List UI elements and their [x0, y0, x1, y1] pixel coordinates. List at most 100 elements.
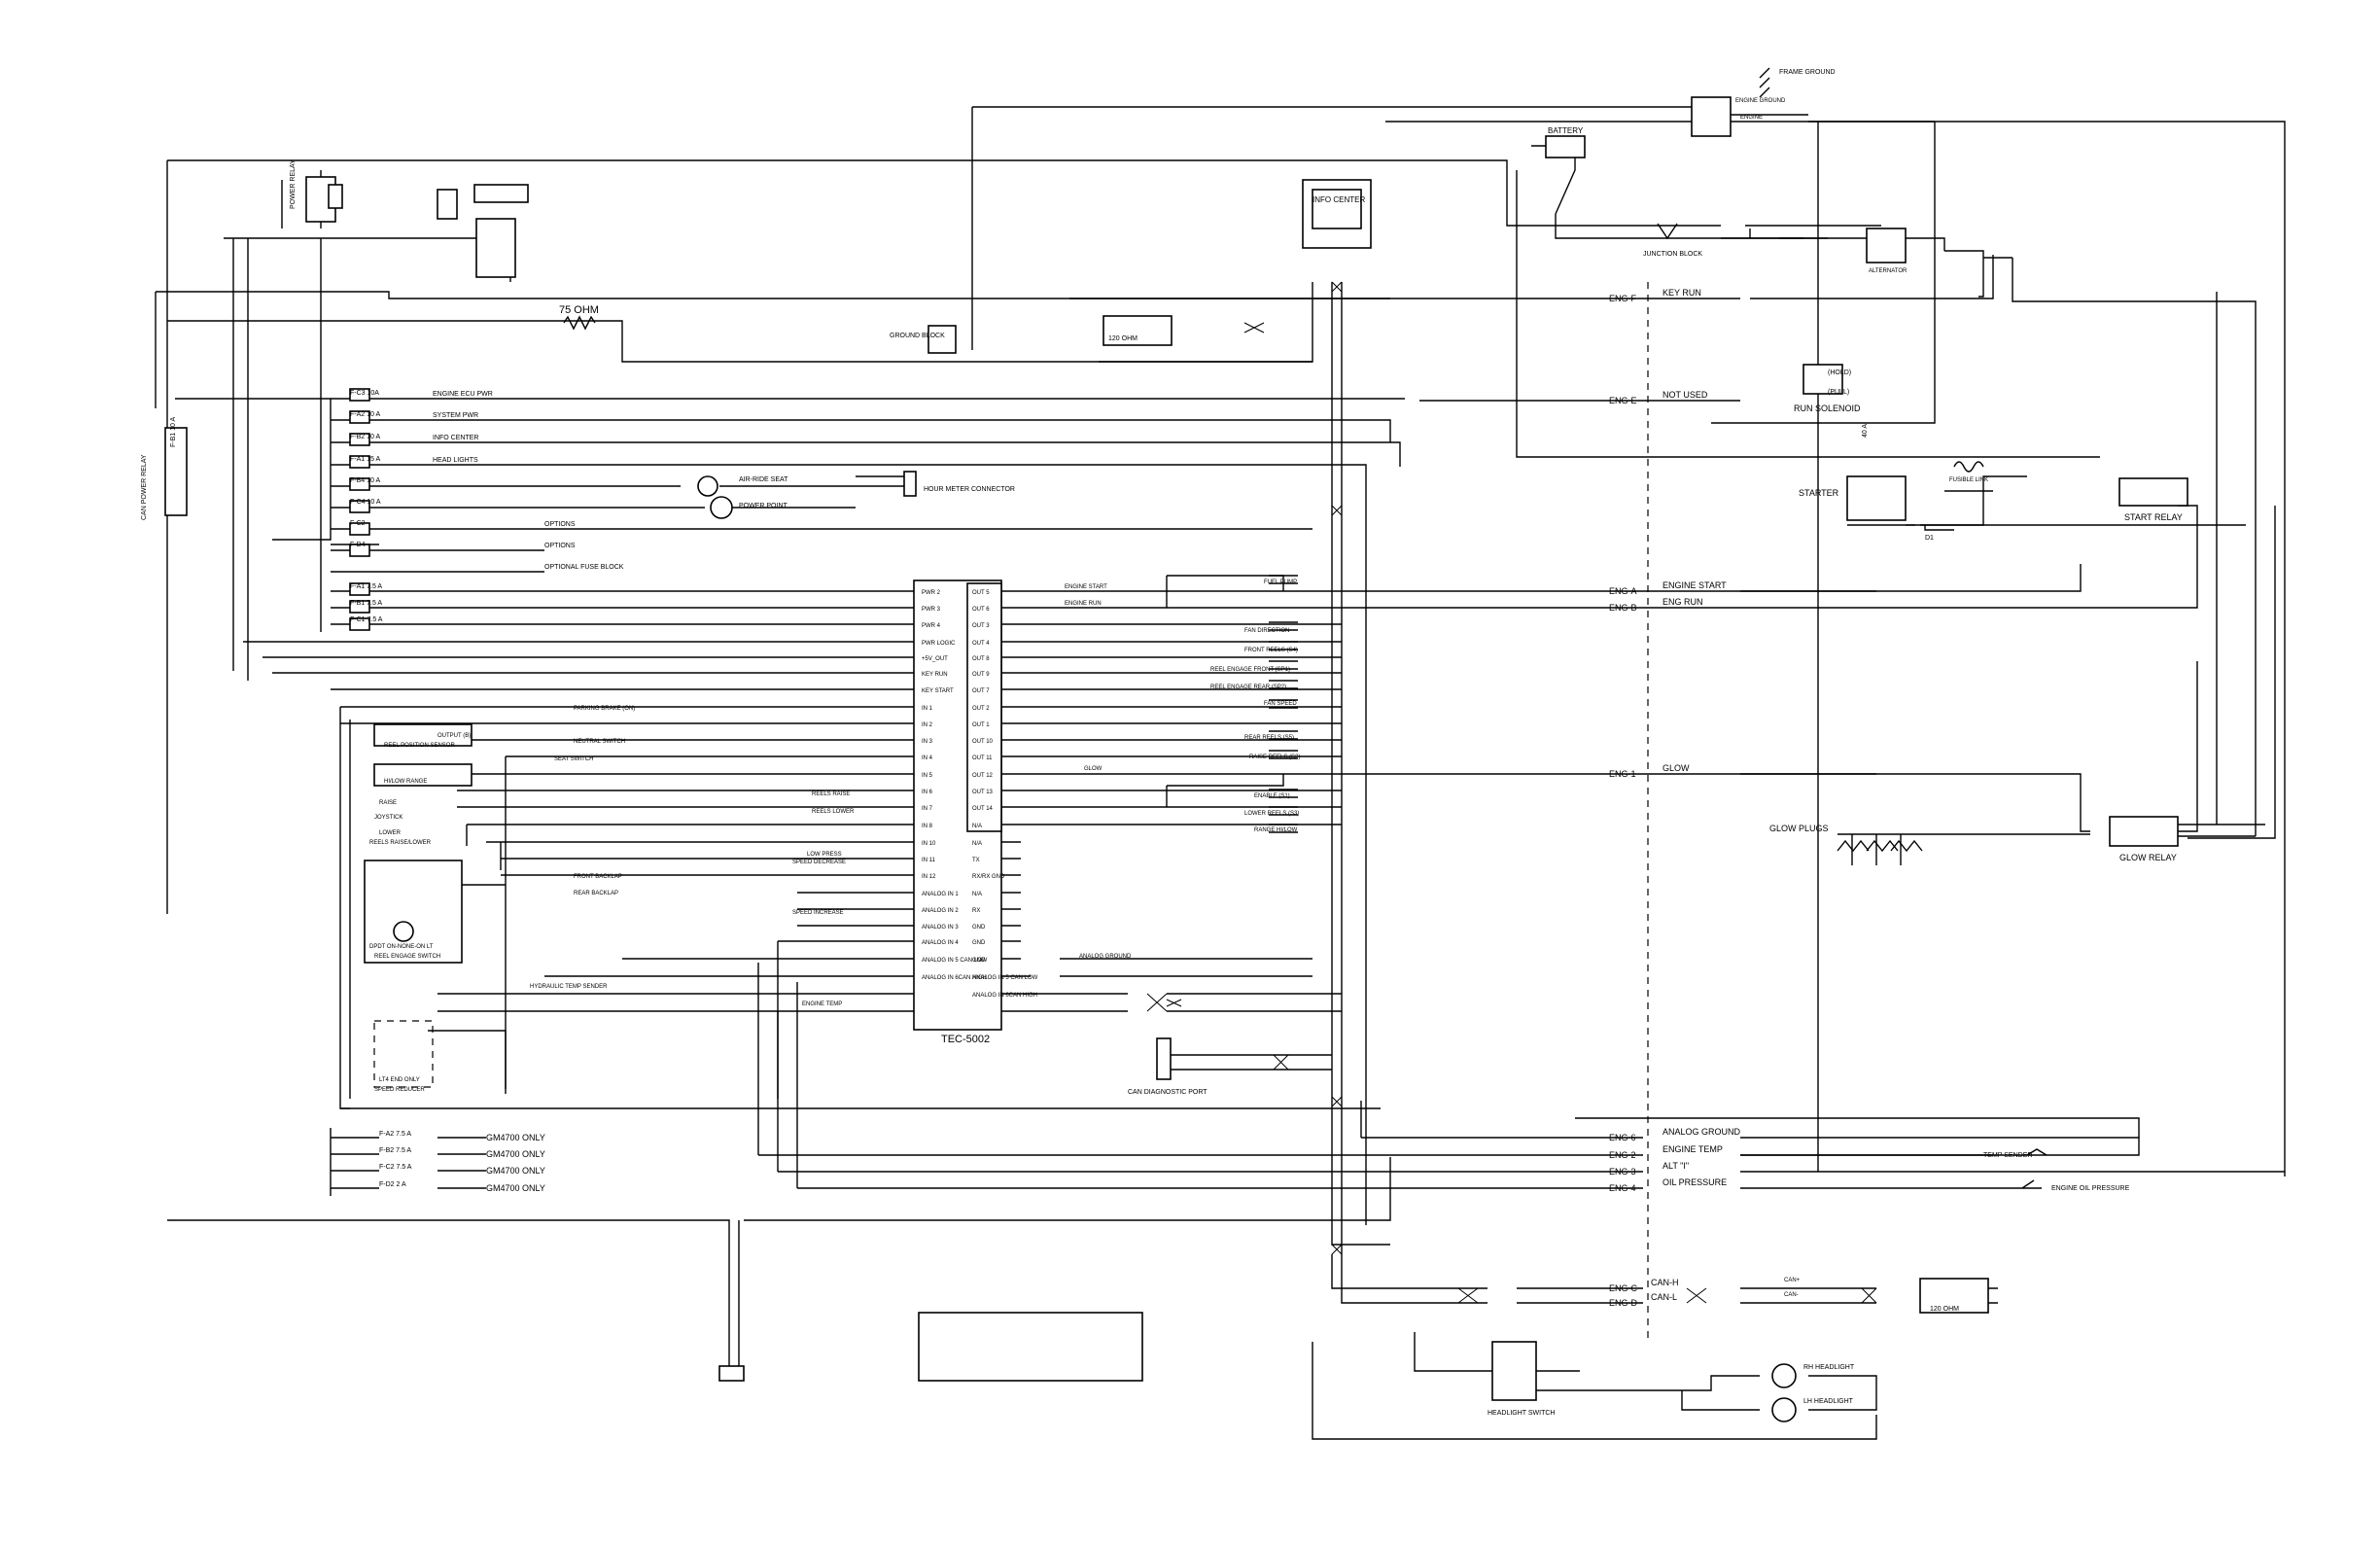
power-point [710, 496, 733, 519]
reel-engage-switch [364, 860, 463, 964]
tec-right-pin: GND [972, 940, 986, 946]
label-oil-pressure: ENGINE OIL PRESSURE [2051, 1185, 2130, 1192]
label-glow-plugs: GLOW PLUGS [1769, 824, 1829, 833]
tec-right-pin: OUT 7 [972, 688, 990, 694]
tec-right-pin: RX/RX GND [972, 874, 1005, 880]
tec-right-pin: N/A [972, 841, 982, 847]
eng-label: CAN-H [1651, 1278, 1679, 1287]
input-label: REELS LOWER [812, 809, 855, 815]
tec-right-pin: OUT 3 [972, 623, 990, 629]
tec-fuse-id: F-B1 7.5 A [350, 600, 382, 607]
tec-right-pin: OUT 8 [972, 656, 990, 662]
input-label: ENGINE TEMP [802, 1001, 842, 1007]
air-ride-seat [697, 475, 718, 497]
tec-left-pin: +5V_OUT [922, 656, 948, 662]
label-junction-block: JUNCTION BLOCK [1643, 251, 1702, 258]
output-label: FRONT REELS (S4) [1244, 648, 1298, 653]
output-label: REEL ENGAGE REAR (SP2) [1210, 685, 1286, 690]
input-label: LT4 END ONLY [379, 1077, 420, 1083]
label-120-ohm-bottom: 120 OHM [1930, 1306, 1959, 1313]
tec-right-pin: OUT 11 [972, 755, 993, 761]
input-label: REEL POSITION SENSOR [384, 743, 455, 749]
tec-right-pin: OUT 12 [972, 773, 994, 779]
key-switch [437, 189, 458, 220]
tec-left-pin: ANALOG IN 2 [922, 908, 959, 914]
output-label: GLOW [1084, 766, 1102, 772]
tec-left-pin: PWR LOGIC [922, 641, 956, 647]
label-engine-ground: ENGINE GROUND [1735, 98, 1786, 104]
component-labels: POWER RELAY CAN POWER RELAY INFO CENTER … [141, 69, 2183, 1417]
label-alternator: ALTERNATOR [1869, 268, 1908, 274]
tec-right-pin: OUT 1 [972, 722, 990, 728]
input-labels: PARKING BRAKE (ON)REEL POSITION SENSOROU… [369, 706, 855, 1093]
tec-right-pin: OUT 10 [972, 739, 994, 745]
tec-right-pin: GND [972, 925, 986, 931]
speed-reducer [373, 1020, 434, 1088]
eng-pin: ENG-C [1609, 1283, 1638, 1293]
eng-label: OIL PRESSURE [1662, 1177, 1727, 1187]
wires [155, 106, 2286, 1440]
tec-fuse-id: F-C1 7.5 A [350, 616, 383, 623]
components [164, 67, 2188, 1422]
tec-left-pin: IN 6 [922, 790, 933, 795]
eng-label: ALT "I" [1662, 1161, 1689, 1171]
eng-pin: ENG-1 [1609, 769, 1636, 779]
tec-left-pin: ANALOG IN 3 [922, 925, 959, 931]
run-solenoid [1802, 364, 1843, 395]
output-label: RAISE REELS (S2) [1249, 755, 1300, 760]
fusible-link [1953, 461, 1984, 473]
gm-fuse-label: GM4700 ONLY [486, 1166, 545, 1176]
label-hour-meter: HOUR METER CONNECTOR [924, 486, 1015, 493]
gm-fuse-id: F-D2 2 A [379, 1181, 406, 1188]
label-headlight-switch: HEADLIGHT SWITCH [1488, 1410, 1556, 1417]
tec-left-pin: IN 2 [922, 722, 933, 728]
eng-label: ENG RUN [1662, 597, 1703, 607]
output-label: FAN DIRECTION [1244, 628, 1289, 634]
fuse-id: F-A2 10 A [350, 411, 380, 418]
gm-fuse-id: F-A2 7.5 A [379, 1131, 411, 1138]
tec-right-pin: N/A [972, 892, 982, 897]
tec-left-pin: PWR 2 [922, 590, 941, 596]
input-label: HYDRAULIC TEMP SENDER [530, 984, 608, 990]
hi-low-range-sensor [373, 763, 472, 787]
start-relay [2118, 477, 2188, 507]
input-label: LOWER [379, 830, 402, 836]
label-fusible-link: FUSIBLE LINK [1949, 477, 1988, 483]
eng-label: NOT USED [1662, 390, 1708, 400]
label-info-center: INFO CENTER [1312, 195, 1365, 204]
input-label: REELS RAISE [812, 791, 850, 797]
label-d1: D1 [1925, 535, 1934, 542]
output-label: ENGINE RUN [1065, 601, 1102, 607]
eng-pin: ENG-A [1609, 586, 1637, 596]
label-hold: (HOLD) [1828, 369, 1851, 376]
tec-left-pin: ANALOG IN 6CAN HIGH [922, 975, 987, 981]
tec-right-pin: OUT 6 [972, 607, 990, 613]
tec-left-pin: ANALOG IN 1 [922, 892, 959, 897]
twisted-pairs [1146, 281, 1877, 1304]
tec-right-pin: N/A [972, 824, 982, 829]
label-power-point: POWER POINT [739, 503, 788, 509]
output-label: ANALOG GROUND [1079, 954, 1132, 960]
output-label: LOWER REELS (S3) [1244, 811, 1299, 817]
gm-fuse-id: F-C2 7.5 A [379, 1164, 412, 1171]
label-air-ride-seat: AIR-RIDE SEAT [739, 476, 788, 483]
fuse-id: F-B4 10 A [350, 477, 380, 484]
tec-left-pin: IN 3 [922, 739, 933, 745]
tec-right-pin: ANALOG IN 5 CAN LOW [972, 975, 1038, 981]
tec-left-pin: IN 7 [922, 806, 933, 812]
eng-pin: ENG-3 [1609, 1167, 1636, 1176]
eng-pin: ENG-4 [1609, 1183, 1636, 1193]
fuse-label: SYSTEM PWR [433, 412, 478, 419]
eng-pin: ENG-F [1609, 294, 1637, 303]
oil-pressure-switch-symbol [2021, 1179, 2035, 1189]
gm-fuse-label: GM4700 ONLY [486, 1133, 545, 1142]
fuse-id: F-B2 10 A [350, 434, 380, 440]
output-label: ENGINE START [1065, 584, 1107, 590]
label-40a: 40 A [1862, 424, 1869, 438]
can-power-relay [164, 427, 188, 516]
hour-meter-connector [903, 471, 917, 497]
